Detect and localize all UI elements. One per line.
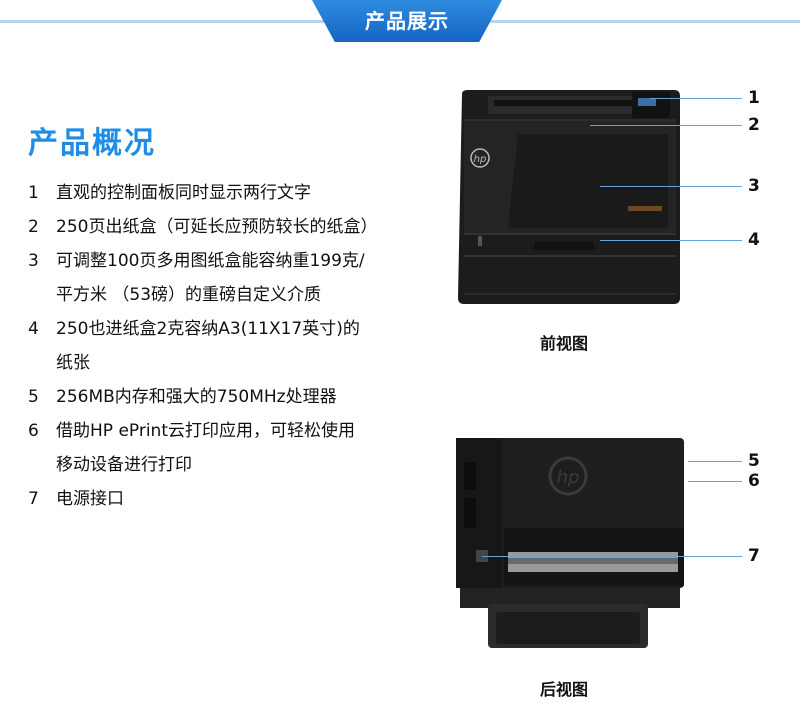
- printer-front-image: hp: [458, 90, 680, 304]
- feature-item: 1 直观的控制面板同时显示两行文字: [28, 176, 448, 210]
- printer-rear-image: hp: [456, 438, 684, 648]
- feature-item: 6 借助HP ePrint云打印应用，可轻松使用 移动设备进行打印: [28, 414, 448, 482]
- feature-item: 7 电源接口: [28, 482, 448, 516]
- section-banner: 产品展示: [312, 0, 502, 42]
- callout-line: [650, 98, 742, 99]
- feature-number: 4: [28, 319, 39, 339]
- callout-number: 1: [748, 88, 760, 108]
- callout-number: 3: [748, 176, 760, 196]
- callout-line: [590, 125, 742, 126]
- callout-line: [482, 556, 742, 557]
- feature-number: 6: [28, 421, 39, 441]
- callout-number: 4: [748, 230, 760, 250]
- feature-text: 250也进纸盒2克容纳A3(11X17英寸)的 纸张: [56, 319, 360, 373]
- feature-list: 1 直观的控制面板同时显示两行文字 2 250页出纸盒（可延长应预防较长的纸盒） 3…: [28, 176, 448, 516]
- callout-line: [600, 186, 742, 187]
- front-view-label: 前视图: [540, 334, 589, 353]
- callout-line: [688, 461, 742, 462]
- svg-text:hp: hp: [474, 154, 487, 165]
- feature-text: 250页出纸盒（可延长应预防较长的纸盒）: [56, 217, 378, 237]
- callout-number: 5: [748, 451, 760, 471]
- feature-text: 可调整100页多用图纸盒能容纳重199克/ 平方米 （53磅）的重磅自定义介质: [56, 251, 365, 305]
- overview-title: 产品概况: [28, 126, 156, 161]
- feature-text: 借助HP ePrint云打印应用，可轻松使用 移动设备进行打印: [56, 421, 356, 475]
- callout-line: [600, 240, 742, 241]
- feature-number: 2: [28, 217, 39, 237]
- feature-item: 5 256MB内存和强大的750MHz处理器: [28, 380, 448, 414]
- rear-view-label: 后视图: [540, 680, 589, 699]
- feature-number: 5: [28, 387, 39, 407]
- feature-item: 4 250也进纸盒2克容纳A3(11X17英寸)的 纸张: [28, 312, 448, 380]
- feature-text: 电源接口: [56, 489, 124, 509]
- callout-number: 6: [748, 471, 760, 491]
- feature-number: 1: [28, 183, 39, 203]
- feature-text: 256MB内存和强大的750MHz处理器: [56, 387, 337, 407]
- feature-number: 3: [28, 251, 39, 271]
- svg-text:hp: hp: [557, 467, 580, 488]
- feature-item: 3 可调整100页多用图纸盒能容纳重199克/ 平方米 （53磅）的重磅自定义介质: [28, 244, 448, 312]
- feature-number: 7: [28, 489, 39, 509]
- callout-number: 7: [748, 546, 760, 566]
- callout-number: 2: [748, 115, 760, 135]
- callout-line: [688, 481, 742, 482]
- feature-text: 直观的控制面板同时显示两行文字: [56, 183, 311, 203]
- feature-item: 2 250页出纸盒（可延长应预防较长的纸盒）: [28, 210, 448, 244]
